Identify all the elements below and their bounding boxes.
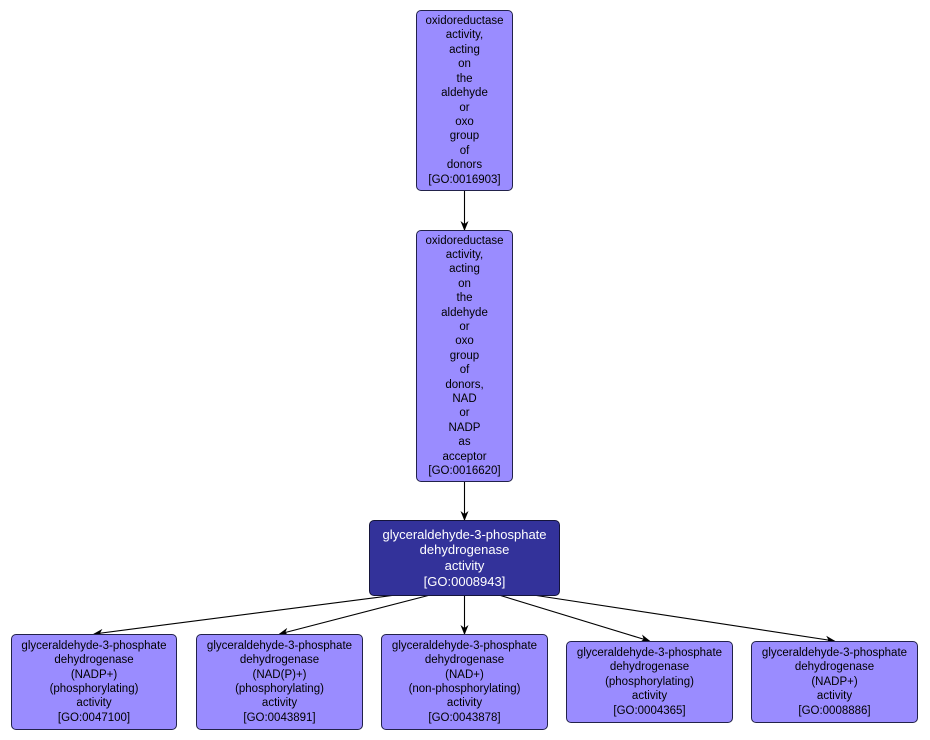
edge-n3-to-c4 bbox=[498, 594, 651, 643]
go-node-0008886[interactable]: glyceraldehyde-3-phosphate dehydrogenase(… bbox=[751, 641, 918, 723]
node-label-line: glyceraldehyde-3-phosphate bbox=[206, 639, 353, 652]
node-label-line: group bbox=[449, 349, 480, 362]
node-label-line: glyceraldehyde-3-phosphate bbox=[21, 639, 167, 652]
node-label-line: dehydrogenase bbox=[794, 661, 875, 674]
node-label-line: on bbox=[458, 277, 471, 290]
node-label-line: of bbox=[459, 364, 470, 377]
node-label-line: or bbox=[459, 407, 470, 420]
node-label-line: or bbox=[459, 320, 470, 333]
node-label-line: on bbox=[458, 58, 471, 71]
node-label-line: activity, bbox=[445, 29, 484, 42]
node-label-line: oxo bbox=[455, 335, 474, 348]
node-label-line: [GO:0043878] bbox=[428, 711, 501, 724]
node-label-line: glyceraldehyde-3-phosphate bbox=[382, 526, 547, 542]
node-label-line: oxidoreductase bbox=[425, 234, 504, 247]
node-label-line: the bbox=[456, 72, 473, 85]
edge-n3-to-c2 bbox=[278, 594, 431, 636]
node-label-line: donors, bbox=[445, 378, 484, 391]
node-label-line: NAD bbox=[452, 393, 477, 406]
node-label-line: (NAD+) bbox=[445, 668, 484, 681]
node-label-line: or bbox=[459, 101, 470, 114]
node-label-line: dehydrogenase bbox=[239, 654, 320, 667]
node-label-line: (phosphorylating) bbox=[49, 683, 139, 695]
edge-n3-to-c1 bbox=[93, 594, 396, 637]
node-label-line: glyceraldehyde-3-phosphate bbox=[761, 646, 908, 659]
node-label-line: oxo bbox=[455, 115, 474, 128]
node-label-line: oxidoreductase bbox=[425, 15, 504, 28]
node-label-line: (NADP+) bbox=[70, 668, 118, 681]
node-label-line: (phosphorylating) bbox=[605, 675, 694, 688]
node-label-line: glyceraldehyde-3-phosphate bbox=[391, 639, 538, 652]
node-label-line: acceptor bbox=[442, 450, 487, 463]
node-label-line: [GO:0016903] bbox=[428, 173, 501, 186]
node-label-line: the bbox=[456, 292, 473, 305]
node-label-line: acting bbox=[449, 263, 480, 276]
node-label-line: group bbox=[449, 130, 480, 143]
node-label-line: [GO:0008943] bbox=[423, 573, 506, 589]
node-label-line: dehydrogenase bbox=[424, 654, 505, 667]
node-label-line: aldehyde bbox=[441, 87, 488, 100]
node-label-line: acting bbox=[449, 43, 480, 56]
node-label-line: (phosphorylating) bbox=[235, 683, 324, 695]
node-label-line: as bbox=[458, 436, 471, 449]
node-label-line: activity bbox=[446, 697, 483, 710]
node-label-line: dehydrogenase bbox=[419, 542, 510, 558]
node-label-line: activity bbox=[444, 558, 485, 573]
node-label-line: dehydrogenase bbox=[54, 654, 134, 667]
node-label-line: NADP bbox=[448, 421, 481, 434]
node-label-line: (non-phosphorylating) bbox=[408, 683, 521, 695]
node-label-line: (NADP+) bbox=[811, 675, 858, 688]
node-label-line: activity, bbox=[445, 248, 484, 261]
node-label-line: of bbox=[459, 144, 470, 157]
node-label-line: activity bbox=[76, 697, 112, 710]
node-label-line: [GO:0047100] bbox=[57, 711, 131, 724]
node-label-line: activity bbox=[261, 697, 298, 710]
node-label-line: [GO:0016620] bbox=[428, 465, 501, 478]
edge-n3-to-c5 bbox=[533, 594, 836, 644]
node-label-line: [GO:0043891] bbox=[243, 711, 316, 724]
node-label-line: dehydrogenase bbox=[609, 661, 690, 674]
node-label-line: [GO:0004365] bbox=[613, 704, 686, 717]
node-label-line: activity bbox=[631, 690, 668, 703]
node-label-line: activity bbox=[816, 690, 853, 703]
node-label-line: aldehyde bbox=[441, 306, 488, 319]
node-label-line: [GO:0008886] bbox=[798, 704, 871, 717]
node-label-line: (NAD(P)+) bbox=[252, 668, 307, 681]
node-label-line: donors bbox=[446, 159, 483, 172]
go-node-0004365[interactable]: glyceraldehyde-3-phosphate dehydrogenase(… bbox=[566, 641, 733, 723]
node-label-line: glyceraldehyde-3-phosphate bbox=[576, 646, 723, 659]
